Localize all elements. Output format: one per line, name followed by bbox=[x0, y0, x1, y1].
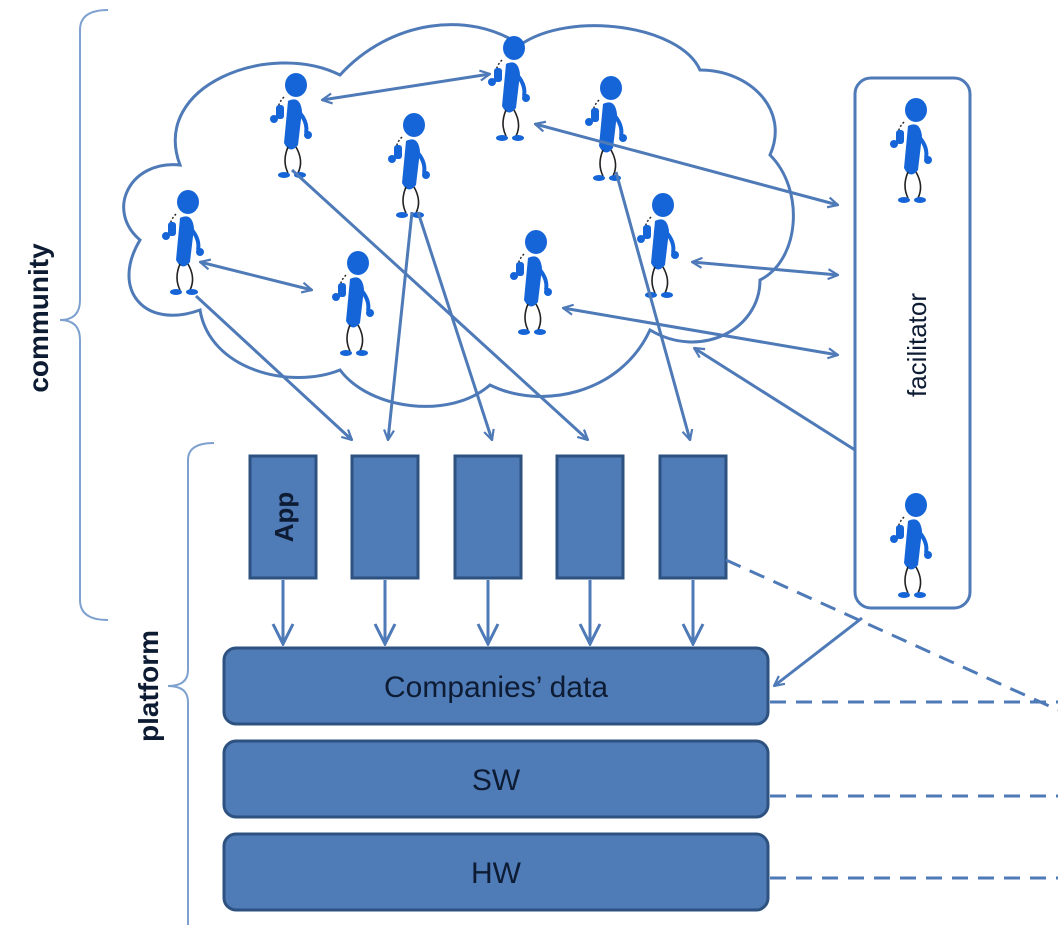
companies-data-layer bbox=[222, 646, 770, 726]
arrow-person-link bbox=[322, 74, 490, 100]
platform-label: platform bbox=[133, 630, 164, 742]
community-cloud bbox=[122, 23, 795, 408]
community-label: community bbox=[23, 243, 54, 393]
arrow-person-to-app bbox=[290, 168, 588, 440]
arrow-facilitator-to-data bbox=[774, 616, 863, 686]
hw-layer bbox=[222, 832, 770, 912]
platform-brace bbox=[167, 442, 215, 925]
arrow-person-link bbox=[200, 262, 312, 290]
arrow-person-to-app bbox=[614, 171, 690, 440]
arrow-person-facilitator bbox=[563, 308, 838, 355]
app-box bbox=[350, 454, 420, 580]
dashed-leader-app bbox=[725, 558, 1058, 712]
arrow-facilitator-to-community bbox=[694, 348, 856, 452]
hw-label: HW bbox=[471, 857, 522, 890]
arrow-person-to-app bbox=[194, 294, 352, 440]
app-box bbox=[453, 454, 523, 580]
app-box: App bbox=[248, 454, 318, 580]
arrow-person-to-app bbox=[416, 211, 492, 440]
arrow-person-facilitator bbox=[535, 124, 838, 205]
arrow-person-facilitator bbox=[692, 262, 838, 275]
sw-label: SW bbox=[472, 764, 521, 797]
app-label: App bbox=[269, 492, 299, 543]
community-brace bbox=[59, 9, 109, 621]
arrow-person-to-app bbox=[388, 211, 414, 440]
companies-data-label: Companies’ data bbox=[384, 671, 608, 704]
facilitator-label: facilitator bbox=[902, 293, 932, 397]
app-box bbox=[658, 454, 728, 580]
facilitator-box bbox=[853, 76, 972, 610]
sw-layer bbox=[222, 739, 770, 819]
app-box bbox=[555, 454, 625, 580]
